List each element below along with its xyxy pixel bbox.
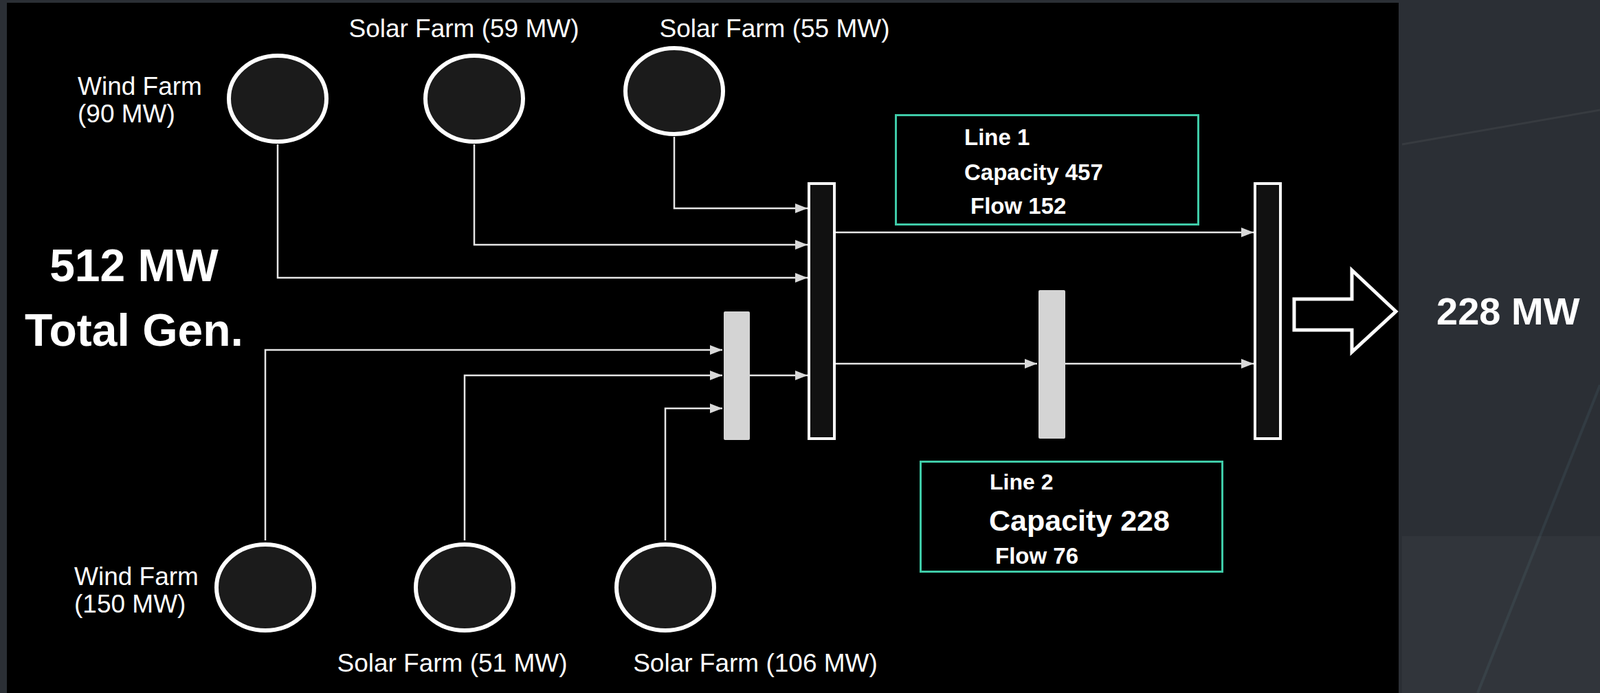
collector-wire [749,374,808,377]
generator-label: Wind Farm (90 MW) [77,72,212,128]
generator-node: Wind Farm (90 MW) [226,53,329,144]
generator-circle [423,53,526,144]
generator-node: Solar Farm (55 MW) [623,46,726,137]
generator-circle [214,542,317,633]
generator-outline [216,544,315,631]
generator-outline [228,55,327,142]
photo-streak [1402,109,1600,145]
line-title: Line 2 [989,468,1053,495]
feeder-wire [277,144,808,278]
bus-bar [1254,183,1281,439]
output-arrow [1294,270,1396,352]
line-value: Flow 152 [970,193,1066,220]
generator-label: Solar Farm (59 MW) [348,15,579,43]
generator-node: Solar Farm (51 MW) [413,542,516,633]
generator-node: Solar Farm (106 MW) [614,542,717,633]
transmission-line [834,362,1038,365]
feeder-wire [665,408,723,541]
load-output-label: 228 MW [1436,292,1581,331]
line-title: Line 1 [964,124,1030,151]
line-value: Capacity 457 [964,159,1104,186]
photo-building [1402,536,1600,693]
transmission-line [1065,362,1254,365]
generator-label: Solar Farm (51 MW) [336,649,568,677]
generator-circle [226,53,329,144]
generator-outline [616,544,715,631]
generator-circle [413,542,516,633]
intermediate-bus [1038,290,1066,439]
feeder-wire [674,136,808,209]
generator-outline [425,55,524,142]
generator-outline [625,48,724,135]
slide-panel [6,2,1399,693]
generator-outline [415,544,514,631]
feeder-wire [265,349,723,541]
line-value: Flow 76 [995,542,1079,570]
generator-node: Solar Farm (59 MW) [423,53,526,144]
background-photo [1402,109,1600,693]
generator-label: Solar Farm (55 MW) [659,15,890,43]
transmission-line-box: Line 2 Capacity 228Flow 76 [919,460,1224,573]
collector-bus [723,311,750,440]
generator-node: Wind Farm (150 MW) [214,542,317,633]
generator-circle [614,542,717,633]
transmission-line-box: Line 1 Capacity 457Flow 152 [894,114,1200,226]
generator-circle [623,46,726,137]
feeder-wire [464,375,723,541]
line-value: Capacity 228 [989,503,1170,537]
generator-label: Wind Farm (150 MW) [74,562,209,618]
generator-label: Solar Farm (106 MW) [632,649,878,677]
bus-bar [808,183,835,439]
feeder-wire [474,144,808,245]
total-generation-label: 512 MW Total Gen. [13,232,255,363]
transmission-line [834,231,1254,234]
